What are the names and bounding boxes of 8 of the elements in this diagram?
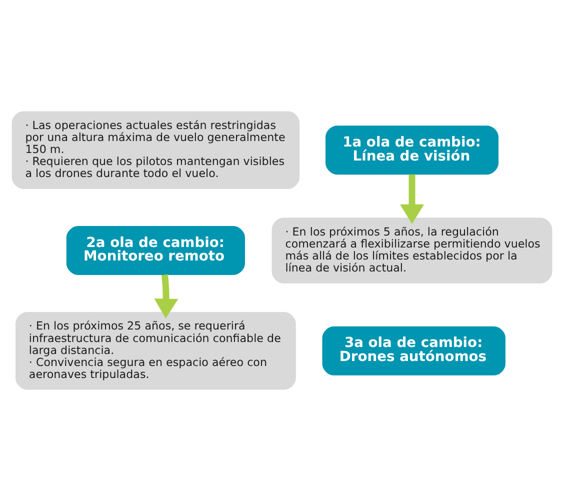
node-box: · En los próximos 25 años, se requerirá infraestructura de comunicación confiable de larga distancia. · Convivencia segura en espacio aéreo con aeronaves tripuladas. xyxy=(16,312,296,390)
arrow xyxy=(400,174,424,224)
node-box: 2a ola de cambio: Monitoreo remoto xyxy=(66,226,245,276)
node-box: 3a ola de cambio: Drones autónomos xyxy=(322,326,506,376)
node-box: · En los próximos 5 años, la regulación comenzará a flexibilizarse permitiendo vuelos más allá de los límites establecidos por la línea de visión actual. xyxy=(272,218,552,284)
arrow xyxy=(154,274,178,318)
node-box: · Las operaciones actuales están restringidas por una altura máxima de vuelo generalmente 150 m. · Requieren que los pilotos mantengan visibles a los drones durante todo el vuelo. xyxy=(12,111,300,189)
node-box: 1a ola de cambio: Línea de visión xyxy=(326,126,499,175)
